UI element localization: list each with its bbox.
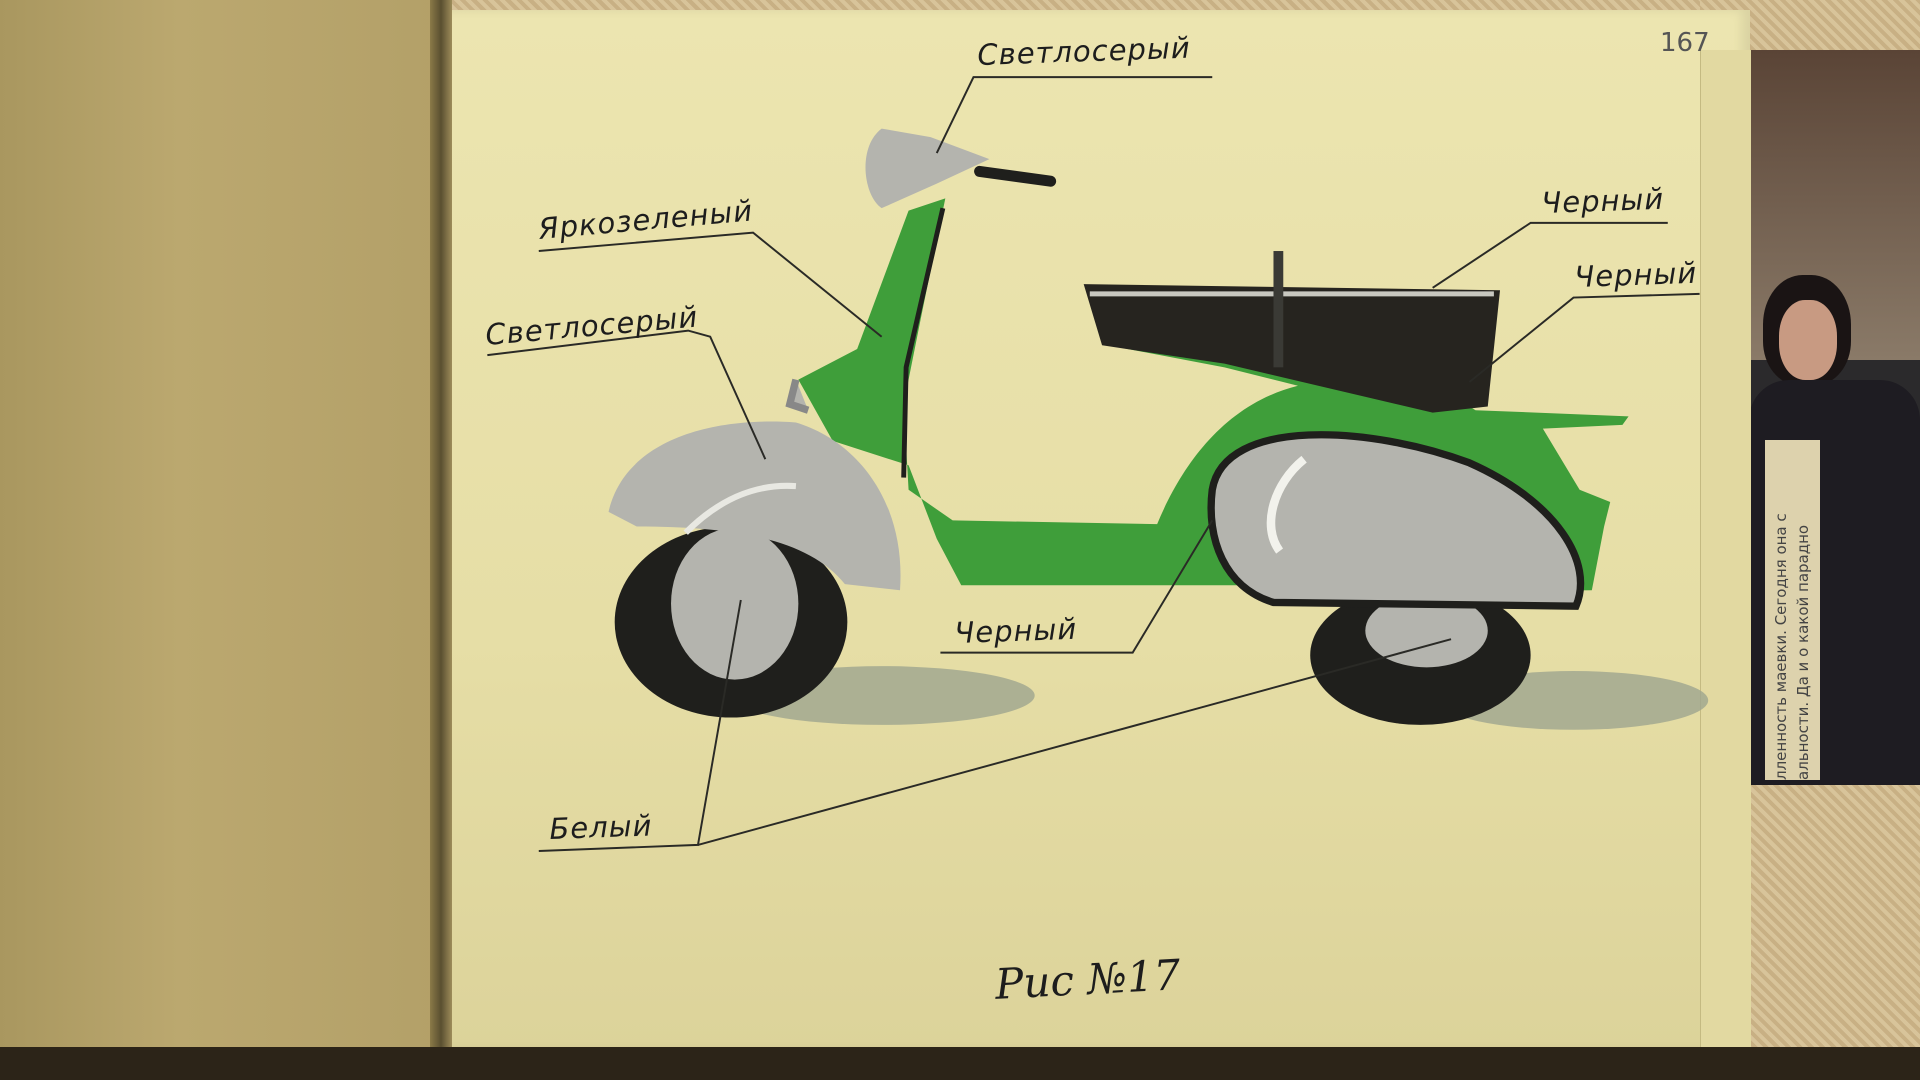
- rear-cowl: [1207, 431, 1585, 610]
- book-gutter: [430, 0, 452, 1060]
- frame-line: [901, 207, 946, 478]
- label-cowl-outline: Черный: [953, 611, 1078, 650]
- label-seat-side: Черный: [1573, 255, 1698, 294]
- left-page: [0, 0, 447, 1060]
- figure-caption: Рис №17: [993, 950, 1182, 1009]
- label-wheels: Белый: [548, 808, 653, 846]
- photo-caption: лленность маевки. Сегодня она с альности…: [1765, 440, 1820, 780]
- page-edge: [1700, 50, 1751, 1050]
- seat: [1083, 284, 1501, 413]
- label-seat-top: Черный: [1540, 181, 1665, 220]
- front-wheel: [614, 526, 848, 718]
- rear-wheel: [1310, 585, 1531, 725]
- front-fender: [608, 421, 901, 591]
- book-cover-edge: [0, 1047, 1920, 1080]
- headlight: [865, 128, 990, 209]
- page-number: 167: [1660, 28, 1710, 58]
- leader-lines: [487, 76, 1700, 853]
- handlebar: [974, 165, 1057, 187]
